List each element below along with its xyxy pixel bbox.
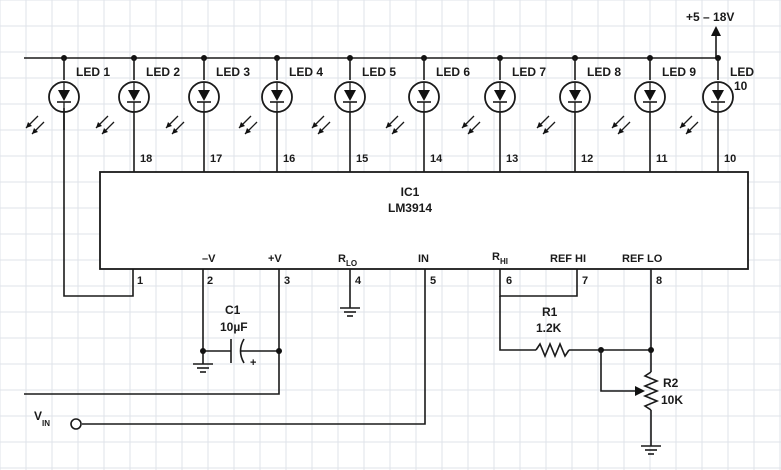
led-label-line2: 10 [734,79,748,93]
light-emission-icon [536,115,556,135]
led-pin-number: 15 [356,153,368,165]
led-6: LED 6 14 [385,55,470,172]
led-9: LED 9 11 [611,55,696,172]
led-symbol-icon [334,81,366,113]
r2-reference: R2 [663,376,679,390]
led-pin-number: 17 [210,153,222,165]
pin8-number: 8 [656,275,662,287]
led-pin-number: 11 [656,153,668,165]
pin5-wire [82,269,426,425]
pin1-wire [63,108,134,297]
pin2-number: 2 [207,275,213,287]
c1-reference: C1 [225,303,241,317]
pin6-number: 6 [506,275,512,287]
led-pin-number: 13 [506,153,518,165]
pin3-name: +V [268,253,282,265]
supply-arrow-icon [711,26,721,36]
c1-polarity-mark: + [250,357,256,369]
ic1-lm3914: IC1 LM3914 –V +V RLO IN RHI REF HI REF L… [99,171,749,270]
wiper-arrow-icon [635,386,645,396]
light-emission-icon [385,115,405,135]
led-symbol-icon [559,81,591,113]
led-4: LED 4 16 [238,55,323,172]
led-2: LED 2 18 [95,55,180,172]
pin4-name: RLO [338,253,357,268]
led-1: LED 1 [25,55,110,135]
light-emission-icon [238,115,258,135]
led-array: LED 1 LED 2 18 LED 3 17 LED 4 16 LED 5 15 LED 6 14… [25,55,754,172]
pin1-number: 1 [137,275,143,287]
led-symbol-icon [261,81,293,113]
pin6-name: RHI [492,251,508,266]
led-symbol-icon [408,81,440,113]
pin5-number: 5 [430,275,436,287]
light-emission-icon [679,115,699,135]
pin6-to-r1-wire [499,296,536,351]
led-label: LED 7 [512,65,546,79]
light-emission-icon [311,115,331,135]
pin6-7-loop [499,269,578,297]
r1-reference: R1 [542,305,558,319]
led-label: LED 8 [587,65,621,79]
pin7-number: 7 [582,275,588,287]
pin3-number: 3 [284,275,290,287]
led-symbol-icon [188,81,220,113]
vin-terminal: VIN [34,409,82,430]
ground-icon [193,363,213,373]
led-symbol-icon [634,81,666,113]
ic-body [99,171,749,270]
led-8: LED 8 12 [536,55,621,172]
pin3-wire [24,269,280,395]
vin-terminal-icon [70,418,82,430]
vin-label: VIN [34,409,50,428]
light-emission-icon [165,115,185,135]
led-label: LED 3 [216,65,250,79]
ic-reference: IC1 [401,185,420,199]
led-5: LED 5 15 [311,55,396,172]
led-pin-number: 16 [283,153,295,165]
led-symbol-icon [48,81,80,113]
led-pin-number: 14 [430,153,443,165]
pin4-number: 4 [355,275,362,287]
potentiometer-r2: R2 10K [600,350,683,446]
ground-icon [340,307,360,317]
led-label: LED 9 [662,65,696,79]
led-label: LED 1 [76,65,110,79]
pin2-name: –V [202,253,216,265]
led-label: LED 2 [146,65,180,79]
r1-value: 1.2K [536,321,562,335]
ic-part-number: LM3914 [388,201,432,215]
light-emission-icon [25,115,45,135]
resistor-r1: R1 1.2K [535,305,654,359]
led-symbol-icon [484,81,516,113]
pin5-name: IN [418,253,429,265]
r2-value: 10K [661,393,683,407]
led-7: LED 7 13 [461,55,546,172]
led-label: LED 5 [362,65,396,79]
c1-value: 10µF [220,320,248,334]
led-pin-number: 10 [724,153,736,165]
led-label: LED [730,65,754,79]
led-pin-number: 12 [581,153,593,165]
supply-voltage-label: +5 – 18V [686,10,734,24]
led-label: LED 6 [436,65,470,79]
supply-rail: +5 – 18V [24,10,734,59]
led-label: LED 4 [289,65,323,79]
led-pin-number: 18 [140,153,152,165]
capacitor-c1: + C1 10µF [200,303,282,369]
light-emission-icon [461,115,481,135]
ground-icon [641,445,661,455]
led-3: LED 3 17 [165,55,250,172]
ic-bottom-pins: 1 2 3 4 5 6 7 8 [24,108,662,425]
pin7-name: REF HI [550,253,586,265]
light-emission-icon [611,115,631,135]
led-symbol-icon [118,81,150,113]
led-symbol-icon [702,81,734,113]
light-emission-icon [95,115,115,135]
pin8-name: REF LO [622,253,663,265]
